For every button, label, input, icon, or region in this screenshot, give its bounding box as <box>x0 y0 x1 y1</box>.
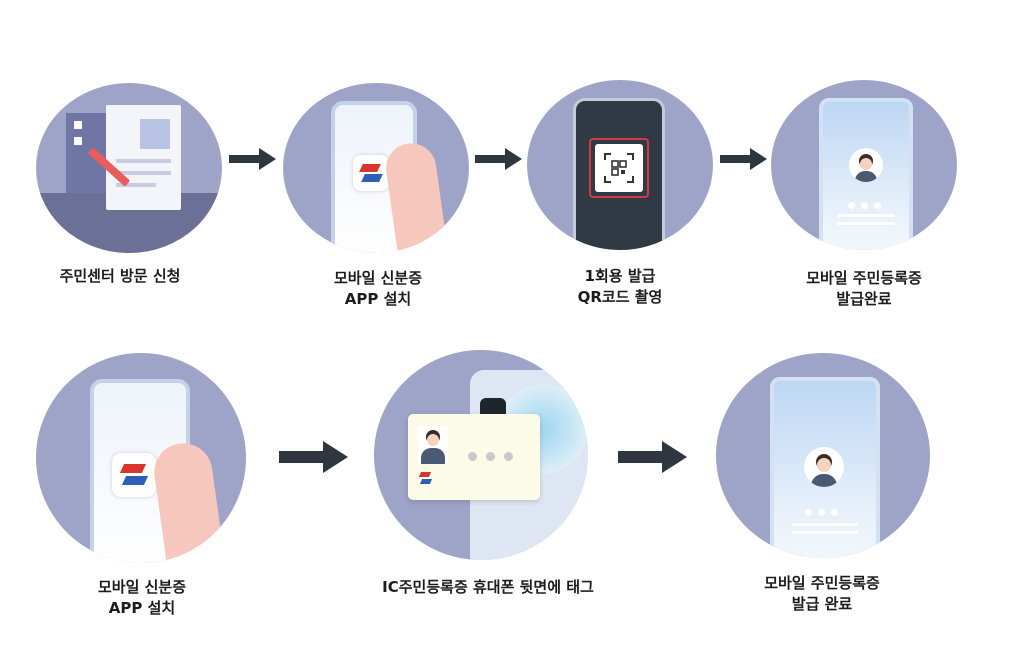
step-label-line2: APP 설치 <box>108 599 176 617</box>
step-illustration-qr-scan <box>527 80 713 250</box>
step-label-line2: QR코드 촬영 <box>577 288 663 306</box>
arrow-right-icon <box>279 441 348 473</box>
arrow-right-icon <box>475 148 522 170</box>
step-illustration-visit-center <box>36 83 222 253</box>
qr-code-icon <box>595 144 643 192</box>
arrow-right-icon <box>229 148 276 170</box>
step-illustration-issued <box>771 80 957 250</box>
step-label-tag-card: IC주민등록증 휴대폰 뒷면에 태그 <box>382 577 594 598</box>
step-label-issued-2: 모바일 주민등록증 발급 완료 <box>764 573 880 615</box>
dots-indicator <box>802 501 841 520</box>
step-illustration-issued-2 <box>716 353 930 558</box>
id-card-icon <box>408 414 540 500</box>
step-label-line1: 모바일 주민등록증 <box>764 574 880 592</box>
step-label-line1: 모바일 신분증 <box>333 269 423 287</box>
step-label-app-install-2: 모바일 신분증 APP 설치 <box>98 577 186 619</box>
step-label-line2: 발급 완료 <box>791 595 853 613</box>
step-label-issued: 모바일 주민등록증 발급완료 <box>806 268 922 310</box>
step-label-line1: 모바일 주민등록증 <box>806 269 922 287</box>
step-label-line1: IC주민등록증 휴대폰 뒷면에 태그 <box>382 578 594 596</box>
arrow-right-icon <box>618 441 687 473</box>
step-label-line2: APP 설치 <box>344 290 412 308</box>
avatar <box>804 447 844 487</box>
step-label-app-install: 모바일 신분증 APP 설치 <box>334 268 422 310</box>
arrow-right-icon <box>720 148 767 170</box>
avatar <box>418 426 448 464</box>
app-icon <box>353 155 389 191</box>
step-label-qr-scan: 1회용 발급 QR코드 촬영 <box>578 266 663 308</box>
step-illustration-app-install-2 <box>36 353 246 563</box>
step-label-line1: 1회용 발급 <box>584 267 656 285</box>
avatar <box>849 148 883 182</box>
step-label-visit-center: 주민센터 방문 신청 <box>60 266 181 287</box>
app-icon <box>112 453 156 497</box>
step-illustration-tag-card <box>374 350 588 560</box>
dots-indicator <box>845 194 884 213</box>
step-label-line1: 모바일 신분증 <box>97 578 187 596</box>
step-label-line2: 발급완료 <box>836 290 892 308</box>
step-illustration-app-install <box>283 83 469 253</box>
step-label-line1: 주민센터 방문 신청 <box>59 267 181 285</box>
